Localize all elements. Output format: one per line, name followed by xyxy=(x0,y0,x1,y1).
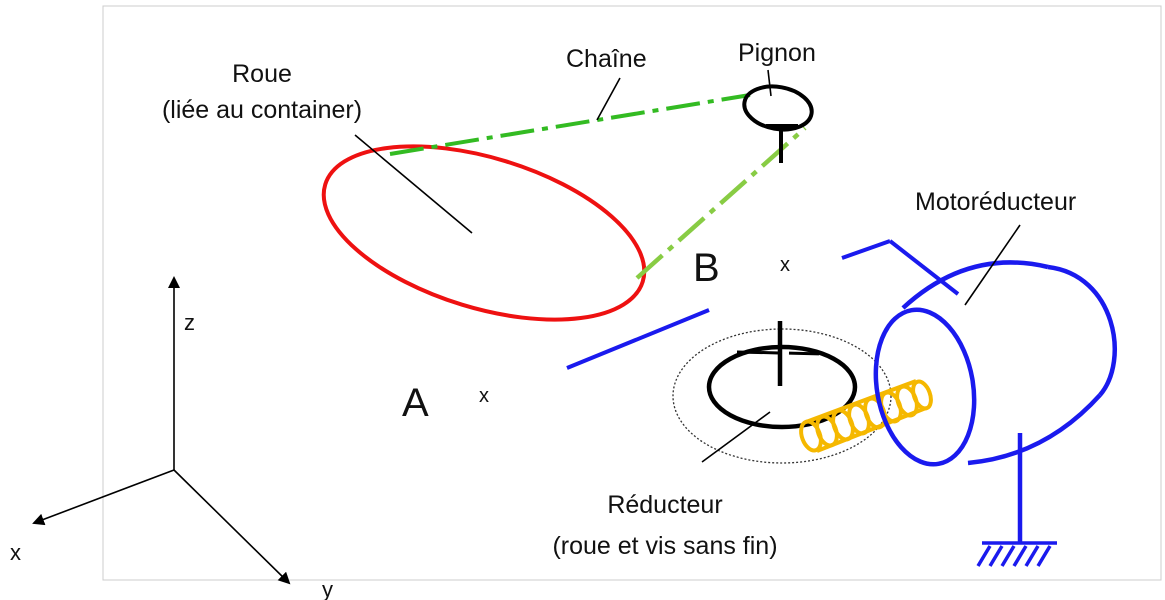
motoreducteur-leader-line xyxy=(964,224,1021,306)
chaine-chain xyxy=(389,93,807,280)
bati-structure xyxy=(566,239,960,370)
diagram-frame xyxy=(102,5,1162,581)
roue-leader-line xyxy=(354,134,473,234)
point-a-label: A xyxy=(402,381,429,425)
point-b-label: B xyxy=(693,246,720,290)
motoreducteur-motor xyxy=(873,260,1117,543)
y-axis-arrow xyxy=(173,469,291,585)
z-axis-label: z xyxy=(184,310,195,335)
chaine-leader-line xyxy=(596,77,621,121)
pignon-leader-line xyxy=(767,69,772,97)
y-axis-label: y xyxy=(322,577,333,600)
roue-wheel xyxy=(321,144,647,322)
axes-triad xyxy=(32,276,291,585)
roue-label-line1: Roue xyxy=(232,60,292,88)
vis-sans-fin-worm xyxy=(799,379,933,453)
x-axis-arrow xyxy=(32,469,175,526)
roue-label-line2: (liée au container) xyxy=(162,96,362,124)
ground-symbol xyxy=(976,541,1057,567)
reducteur-label-line2: (roue et vis sans fin) xyxy=(552,532,777,560)
motoreducteur-label: Motoréducteur xyxy=(915,188,1076,216)
point-b-mark: x xyxy=(780,254,790,276)
reducteur-label-line1: Réducteur xyxy=(607,491,722,519)
pignon-label: Pignon xyxy=(738,39,816,67)
point-a-mark: x xyxy=(479,385,489,407)
chaine-label: Chaîne xyxy=(566,45,647,73)
pignon-sprocket xyxy=(742,84,814,163)
reducteur-leader-line xyxy=(701,411,771,463)
reducteur-gear xyxy=(672,321,892,464)
x-axis-label: x xyxy=(10,540,21,565)
